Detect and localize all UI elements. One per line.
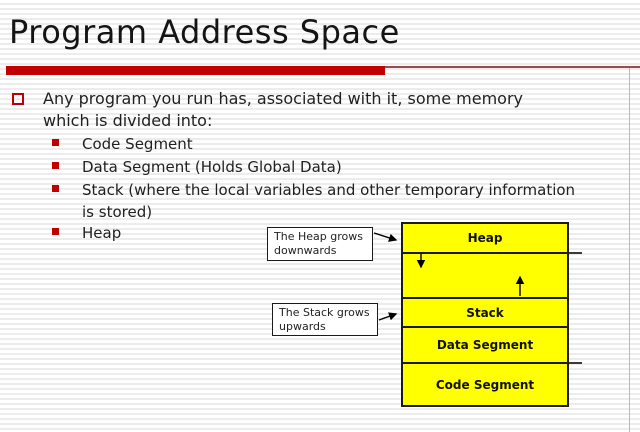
segment-heap: Heap [403, 224, 567, 252]
segment-free-space [403, 252, 567, 297]
main-bullet-line1: Any program you run has, associated with… [43, 89, 523, 108]
title-underline-bar [6, 66, 385, 75]
main-bullet-text: Any program you run has, associated with… [43, 88, 523, 132]
segment-data: Data Segment [403, 326, 567, 362]
title-underline-rule [385, 66, 640, 68]
slide-right-edge-line [629, 68, 630, 432]
callout-line1: The Heap grows [274, 230, 363, 243]
square-bullet-icon [52, 139, 59, 146]
segment-stack: Stack [403, 297, 567, 326]
list-item-label: Data Segment (Holds Global Data) [82, 158, 342, 176]
list-item-data-segment: Data Segment (Holds Global Data) [52, 156, 342, 178]
segment-label: Data Segment [436, 338, 534, 352]
stack-callout-arrow [378, 312, 398, 321]
stack-item-line1: Stack (where the local variables and oth… [82, 181, 576, 199]
callout-heap-grows: The Heap grows downwards [267, 227, 373, 261]
stack-item-line2: is stored) [82, 203, 153, 221]
list-item-label: Stack (where the local variables and oth… [82, 179, 575, 223]
list-item-label: Heap [82, 224, 122, 242]
list-item-label: Code Segment [82, 135, 193, 153]
hollow-square-bullet-icon [12, 93, 24, 105]
callout-line2: downwards [274, 244, 337, 257]
page-title: Program Address Space [9, 13, 400, 51]
heap-boundary-tick [569, 252, 582, 254]
callout-stack-grows: The Stack grows upwards [272, 303, 378, 336]
segment-code: Code Segment [403, 362, 567, 405]
callout-line1: The Stack grows [279, 306, 370, 319]
callout-line2: upwards [279, 320, 326, 333]
segment-label: Code Segment [435, 377, 535, 392]
list-item-code-segment: Code Segment [52, 133, 193, 155]
list-item-stack: Stack (where the local variables and oth… [52, 179, 575, 223]
memory-layout-diagram: Heap Stack Data Segment Code Segment [401, 222, 569, 407]
list-item-heap: Heap [52, 222, 121, 244]
square-bullet-icon [52, 185, 59, 192]
segment-label: Stack [466, 305, 504, 320]
square-bullet-icon [52, 228, 59, 235]
square-bullet-icon [52, 162, 59, 169]
segment-label: Heap [467, 231, 503, 245]
heap-callout-arrow [373, 232, 398, 242]
data-boundary-tick [569, 362, 582, 364]
main-bullet-line2: which is divided into: [43, 111, 213, 130]
